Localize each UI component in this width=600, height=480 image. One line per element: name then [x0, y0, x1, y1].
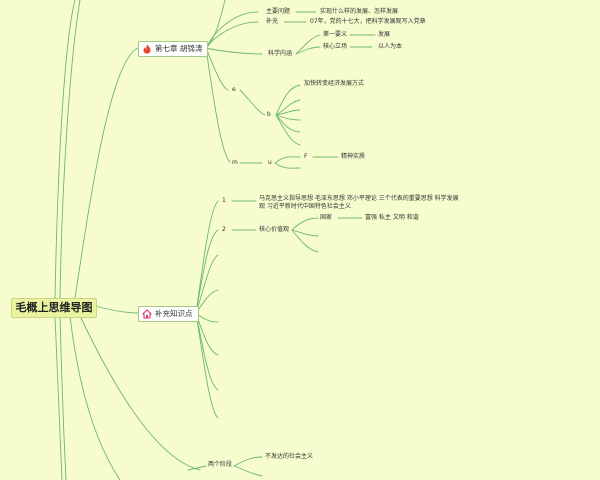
- node-main-problem[interactable]: 主要问题: [266, 8, 291, 15]
- branch-supplementary[interactable]: 补充知识点: [138, 306, 199, 322]
- node-undeveloped-socialism[interactable]: 不发达的社会主义: [265, 453, 314, 460]
- node-core-stance[interactable]: 核心立场: [323, 43, 348, 50]
- node-sci-content[interactable]: 科学内涵: [268, 50, 293, 57]
- node-core-stance-value[interactable]: 以人为本: [378, 43, 403, 50]
- node-supplement[interactable]: 补充: [266, 18, 279, 25]
- node-first-priority[interactable]: 第一要义: [323, 31, 348, 38]
- node-country-values[interactable]: 富强 私主 文明 和谐: [365, 214, 419, 221]
- node-u[interactable]: u: [268, 159, 272, 166]
- node-2[interactable]: 2: [222, 226, 226, 233]
- node-supplement-text[interactable]: 07年，党的十七大，把科学发展观写入党章: [310, 18, 426, 25]
- branch-supplementary-label: 补充知识点: [155, 309, 193, 318]
- node-b[interactable]: b: [267, 111, 271, 118]
- node-1[interactable]: 1: [222, 197, 226, 204]
- node-guiding-ideologies[interactable]: 马克思主义指导思想 毛泽东思想 邓小平理论 三个代表的重要思想 科学发展观 习近…: [259, 195, 459, 210]
- node-m[interactable]: m: [232, 159, 238, 166]
- branch-chapter-7[interactable]: 第七章 胡锦涛: [138, 41, 209, 57]
- node-country[interactable]: 国家: [320, 214, 333, 221]
- node-accelerate[interactable]: 加快转变经济发展方式: [304, 80, 365, 87]
- root-node[interactable]: 毛概上思维导图: [11, 298, 97, 318]
- node-two-stages[interactable]: 两个阶段: [208, 461, 233, 468]
- node-main-problem-text[interactable]: 实现什么样的发展、怎样发展: [320, 8, 399, 15]
- node-first-priority-value[interactable]: 发展: [378, 31, 391, 38]
- branch-chapter-7-label: 第七章 胡锦涛: [155, 44, 203, 53]
- node-F[interactable]: F: [304, 153, 308, 160]
- node-e[interactable]: e: [232, 86, 236, 93]
- node-spirit[interactable]: 精神实质: [341, 153, 366, 160]
- fire-icon: [142, 44, 152, 54]
- home-icon: [142, 309, 152, 319]
- node-core-values[interactable]: 核心价值观: [259, 226, 290, 233]
